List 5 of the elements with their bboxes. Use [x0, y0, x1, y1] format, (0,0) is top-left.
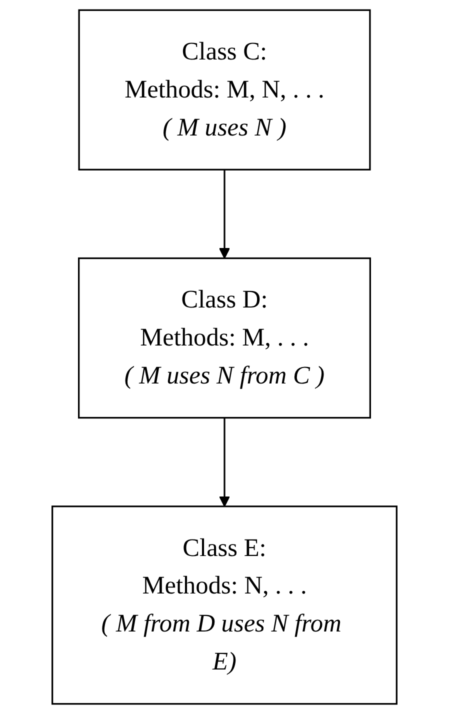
node-box: Class D: Methods: M, . . . ( M uses N from C ) [78, 257, 371, 419]
node-box: Class E: Methods: N, . . . ( M from D uses N from E) [52, 506, 398, 705]
arrow [218, 418, 230, 507]
arrow [218, 170, 230, 259]
node-box: Class C: Methods: M, N, . . . ( M uses N ) [78, 9, 371, 170]
